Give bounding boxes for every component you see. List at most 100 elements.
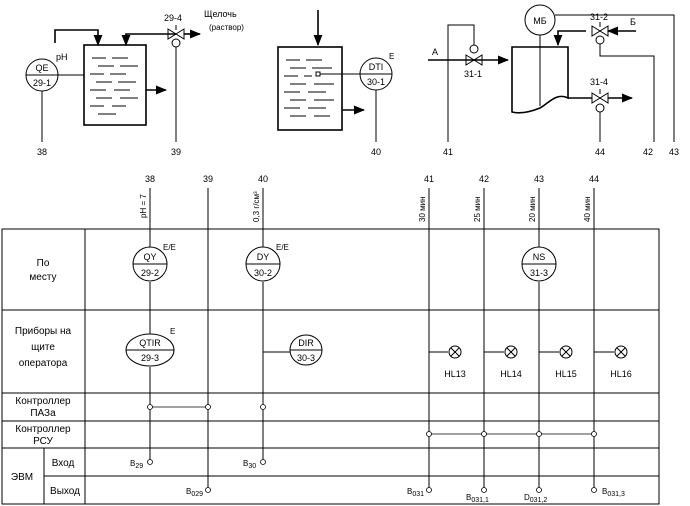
lamp-hl13-label: HL13 <box>444 369 466 379</box>
instrument-qtir-29-3: QTIR 29-3 E <box>125 327 175 367</box>
qy-tag: QY <box>143 252 156 262</box>
setpoint-41: 30 мин <box>418 196 427 222</box>
instrument-dir-30-3: DIR 30-3 <box>289 334 323 366</box>
col-38-header: 38 <box>145 174 155 184</box>
setpoint-44: 40 мин <box>583 196 592 222</box>
row-local-line1: По <box>37 258 50 269</box>
qe-ph-label: pH <box>56 52 68 62</box>
ns-tag: NS <box>533 252 546 262</box>
lamp-hl13: HL13 <box>444 345 466 379</box>
qe-number: 29-1 <box>33 78 51 88</box>
signal-lines <box>149 188 614 488</box>
signal-b031-main: B <box>407 487 412 496</box>
setpoint-42: 25 мин <box>473 196 482 222</box>
signal-b30-main: B <box>243 459 248 468</box>
signal-b031-sub: 031 <box>412 491 424 498</box>
top-line-38: 38 <box>37 147 47 157</box>
col-43-header: 43 <box>534 174 544 184</box>
signal-b0311: B031,1 <box>466 493 489 504</box>
valve-31-2-label: 31-2 <box>590 12 608 22</box>
qe-tag: QE <box>35 63 48 73</box>
signal-d0312: D031,2 <box>524 493 547 504</box>
signal-b031: B031 <box>407 487 424 498</box>
signal-b29: B29 <box>130 459 143 470</box>
tank-inlets <box>54 29 176 95</box>
tank-neutralizer <box>83 44 147 126</box>
row-paz-line1: Контроллер <box>15 396 71 407</box>
instrument-ns-31-3: NS 31-3 <box>521 246 557 282</box>
signal-b30-sub: 30 <box>248 463 256 470</box>
row-rsu-line1: Контроллер <box>15 424 71 435</box>
qy-number: 29-2 <box>141 268 159 278</box>
col-41-header: 41 <box>424 174 434 184</box>
qtir-mark: E <box>170 327 175 336</box>
lamp-hl15-label: HL15 <box>555 369 577 379</box>
alkali-sublabel: (раствор) <box>209 23 244 32</box>
row-paz-line2: ПАЗа <box>30 408 56 419</box>
qtir-tag: QTIR <box>139 338 161 348</box>
signal-b0313: B031,3 <box>602 487 625 498</box>
lamp-hl14: HL14 <box>500 345 522 379</box>
signal-b29-main: B <box>130 459 135 468</box>
signal-b0311-main: B <box>466 493 471 502</box>
motor-tag: MБ <box>533 16 546 26</box>
valve-29-4-label: 29-4 <box>164 13 182 23</box>
valve-31-1-label: 31-1 <box>464 69 482 79</box>
setpoint-38: pH = 7 <box>139 194 148 218</box>
signal-b29-sub: 29 <box>135 463 143 470</box>
dti-mark: E <box>389 52 394 61</box>
lamp-hl16: HL16 <box>610 345 632 379</box>
row-evm-input: Вход <box>52 458 75 469</box>
dti-tag: DTI <box>369 62 384 72</box>
top-line-40: 40 <box>371 147 381 157</box>
signal-b0311-sub: 031,1 <box>471 497 489 504</box>
row-local-line2: месту <box>29 272 56 283</box>
signal-d0312-main: D <box>524 493 530 502</box>
top-line-41: 41 <box>443 147 453 157</box>
valve-29-4: 29-4 <box>164 13 202 48</box>
top-line-42: 42 <box>643 147 653 157</box>
setpoint-40: 0,3 г/см³ <box>252 191 261 222</box>
top-line-39: 39 <box>171 147 181 157</box>
row-rsu-line2: РСУ <box>33 436 53 447</box>
stream-b: Б <box>630 17 636 27</box>
valve-31-4-label: 31-4 <box>590 77 608 87</box>
dir-number: 30-3 <box>297 353 315 363</box>
col-44-header: 44 <box>589 174 599 184</box>
signal-b0313-main: B <box>602 487 607 496</box>
signal-b029-main: B <box>186 487 191 496</box>
signal-b30: B30 <box>243 459 256 470</box>
stream-a: A <box>432 47 438 57</box>
instrument-qy-29-2: QY 29-2 E/E <box>132 243 176 282</box>
lamp-hl15: HL15 <box>555 345 577 379</box>
control-table-grid <box>1 228 660 505</box>
ns-number: 31-3 <box>530 268 548 278</box>
instrument-dy-30-2: DY 30-2 E/E <box>245 243 289 282</box>
dy-number: 30-2 <box>254 268 272 278</box>
row-panel-line1: Приборы на <box>15 325 72 337</box>
signal-d0312-sub: 031,2 <box>530 497 548 504</box>
dir-tag: DIR <box>298 338 314 348</box>
row-panel-line2: щите <box>31 342 55 353</box>
dy-mark: E/E <box>276 243 289 252</box>
top-line-43: 43 <box>669 147 679 157</box>
dti-number: 30-1 <box>367 77 385 87</box>
row-evm-label: ЭВМ <box>11 472 33 483</box>
dy-tag: DY <box>257 252 270 262</box>
col-42-header: 42 <box>479 174 489 184</box>
junction-dots <box>147 404 597 493</box>
instrument-dti-30-1: DTI 30-1 E <box>359 52 394 91</box>
valve-31-2: 31-2 <box>590 12 655 142</box>
signal-b029-sub: 029 <box>191 491 203 498</box>
qy-mark: E/E <box>163 243 176 252</box>
row-panel-line3: оператора <box>19 358 68 369</box>
lamp-hl14-label: HL14 <box>500 369 522 379</box>
row-evm-output: Выход <box>50 486 80 497</box>
reactor <box>428 30 634 114</box>
signal-b029: B029 <box>186 487 203 498</box>
motor-mb: MБ <box>524 4 556 36</box>
setpoint-43: 20 мин <box>528 196 537 222</box>
lamp-hl16-label: HL16 <box>610 369 632 379</box>
valve-31-4: 31-4 <box>590 77 609 142</box>
